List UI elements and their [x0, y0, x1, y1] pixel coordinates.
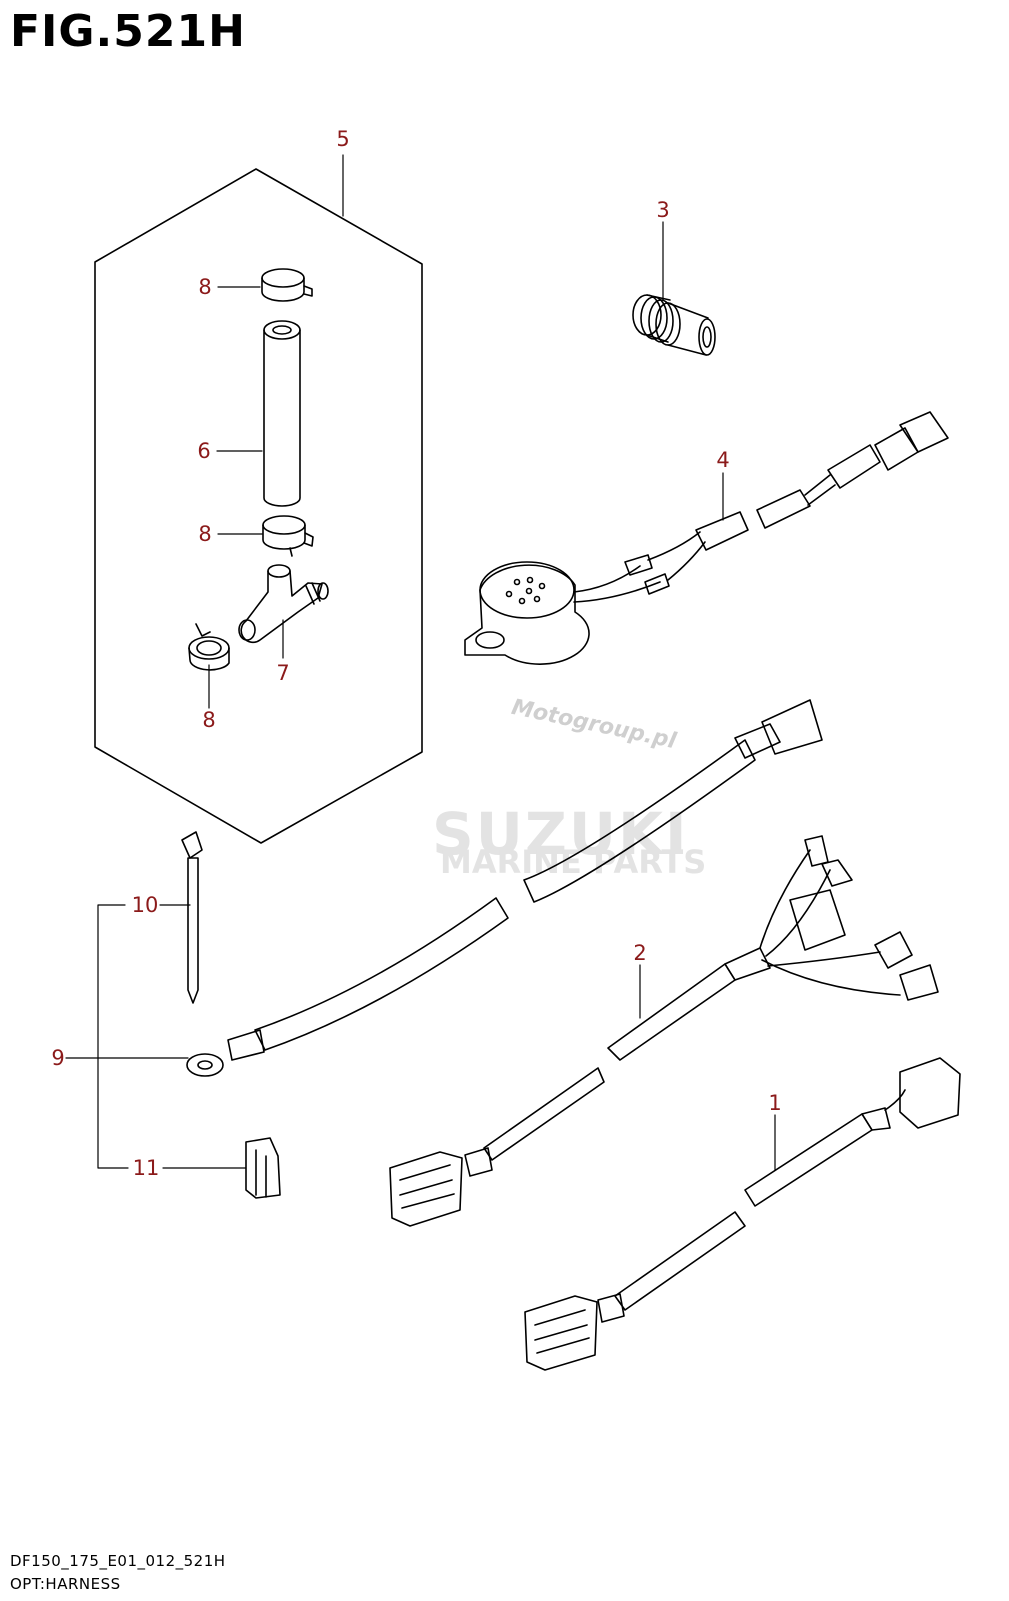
callout-6: 6	[197, 439, 210, 463]
hose-clamp-bottom	[188, 623, 230, 671]
callout-7: 7	[276, 661, 289, 685]
callout-11: 11	[133, 1156, 160, 1180]
callout-10: 10	[132, 893, 159, 917]
callout-4: 4	[716, 448, 729, 472]
figure-code: DF150_175_E01_012_521H	[10, 1552, 226, 1570]
t-joint	[238, 564, 329, 644]
harness-2	[389, 835, 939, 1227]
buzzer-assembly	[464, 411, 949, 665]
callout-labels: 5 3 4 8 6 8 7 8 10 9 11 2 1	[51, 127, 781, 1180]
fuse	[245, 1137, 281, 1199]
callout-3: 3	[656, 198, 669, 222]
hose-clamp-middle	[262, 515, 314, 557]
callout-1: 1	[768, 1091, 781, 1115]
callout-8-middle: 8	[198, 522, 211, 546]
callout-8-bottom: 8	[202, 708, 215, 732]
watermark-brand-sub: MARINE PARTS	[440, 843, 707, 881]
cable-tie	[181, 831, 203, 1004]
hose	[263, 320, 301, 507]
leader-lines	[65, 154, 776, 1171]
hose-clamp-top	[261, 268, 313, 302]
callout-2: 2	[633, 941, 646, 965]
callout-8-top: 8	[198, 275, 211, 299]
callout-9: 9	[51, 1046, 64, 1070]
figure-name: OPT:HARNESS	[10, 1575, 121, 1593]
harness-1	[524, 1057, 961, 1371]
plug	[632, 294, 716, 356]
kit-outline	[94, 168, 423, 844]
callout-5: 5	[336, 127, 349, 151]
ground-lead	[186, 699, 823, 1077]
figure-title: FIG.521H	[10, 6, 246, 57]
